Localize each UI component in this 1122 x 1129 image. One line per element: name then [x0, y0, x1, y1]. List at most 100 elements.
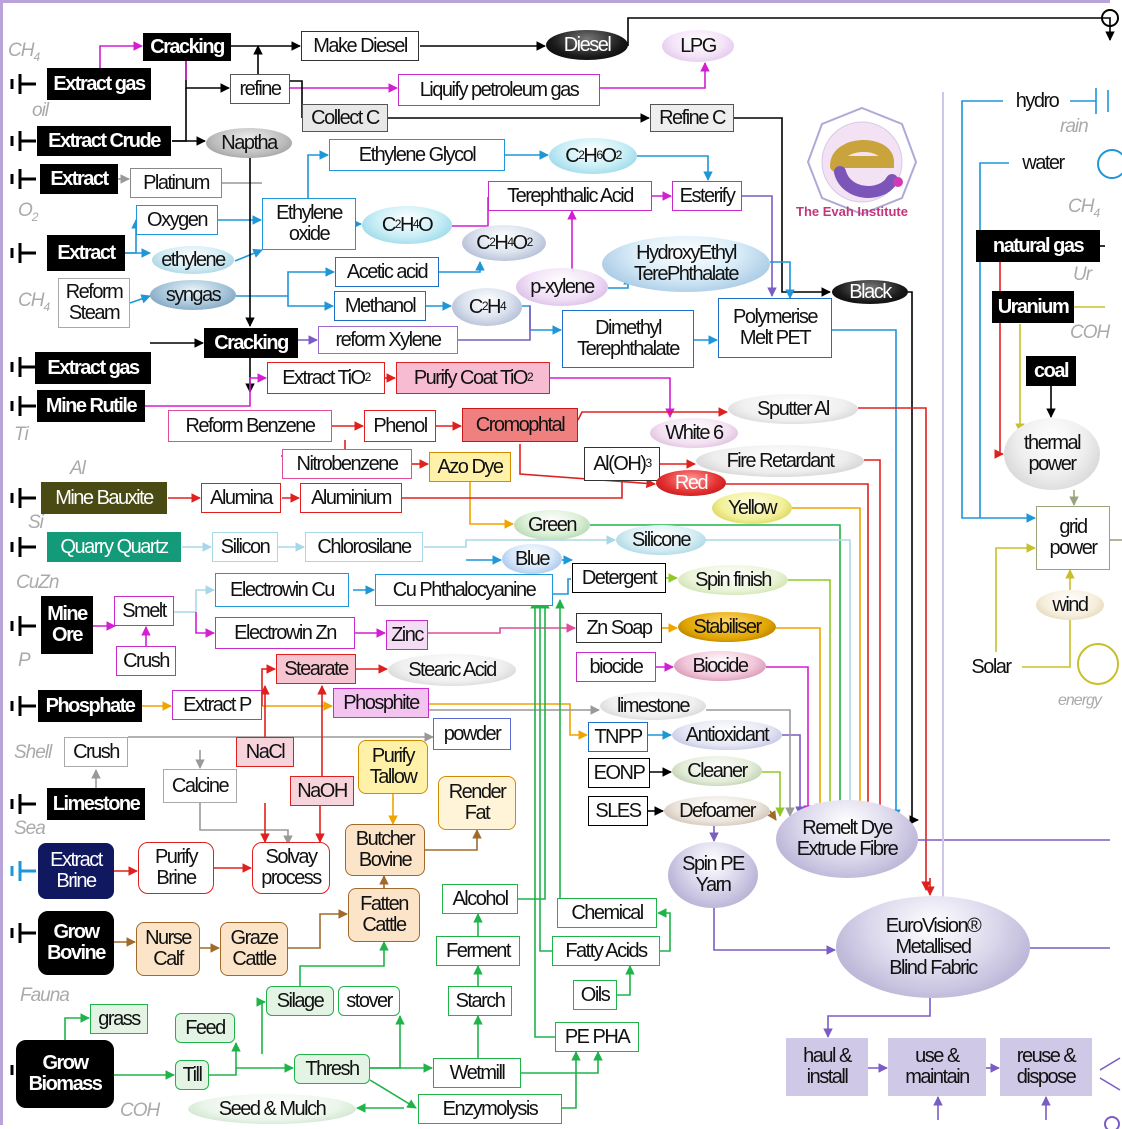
node-hydro[interactable]: hydro: [1004, 86, 1070, 116]
node-blue[interactable]: Blue: [502, 544, 562, 574]
node-aluminium[interactable]: Aluminium: [300, 483, 402, 513]
node-grid-power[interactable]: grid power: [1036, 506, 1110, 570]
node-sputter-al[interactable]: Sputter Al: [728, 394, 858, 424]
node-extract-crude[interactable]: Extract Crude: [37, 126, 171, 156]
node-grow-biomass[interactable]: Grow Biomass: [16, 1040, 114, 1108]
node-mine-ore[interactable]: Mine Ore: [41, 596, 93, 654]
node-chemical[interactable]: Chemical: [557, 898, 657, 928]
node-wetmill[interactable]: Wetmill: [433, 1058, 521, 1088]
node-mine-bauxite[interactable]: Mine Bauxite: [41, 482, 167, 514]
node-chlorosilane[interactable]: Chlorosilane: [305, 532, 423, 562]
node-remelt-dye-extrude-fibre[interactable]: Remelt Dye Extrude Fibre: [776, 800, 918, 878]
node-seed-and-mulch[interactable]: Seed & Mulch: [188, 1094, 356, 1124]
node-eurovision-blind-fabric[interactable]: EuroVision® Metallised Blind Fabric: [836, 896, 1030, 998]
node-purify-tallow[interactable]: Purify Tallow: [358, 740, 428, 794]
node-platinum[interactable]: Platinum: [130, 168, 222, 198]
node-yellow[interactable]: Yellow: [712, 492, 792, 524]
node-phosphite[interactable]: Phosphite: [333, 688, 429, 718]
node-lpg[interactable]: LPG: [662, 30, 734, 62]
node-limestone-source[interactable]: Limestone: [47, 788, 145, 820]
node-phenol[interactable]: Phenol: [364, 410, 436, 442]
node-stearic-acid[interactable]: Stearic Acid: [388, 654, 516, 686]
node-render-fat[interactable]: Render Fat: [438, 776, 516, 830]
node-graze-cattle[interactable]: Graze Cattle: [220, 922, 288, 976]
node-defoamer[interactable]: Defoamer: [664, 796, 770, 826]
node-extract-p[interactable]: Extract P: [172, 690, 262, 720]
node-smelt[interactable]: Smelt: [114, 596, 174, 626]
node-starch[interactable]: Starch: [448, 986, 512, 1016]
node-ethylene[interactable]: ethylene: [152, 246, 234, 274]
node-black[interactable]: Black: [832, 280, 908, 304]
node-sles[interactable]: SLES: [588, 796, 648, 826]
node-cu-phthalocyanine[interactable]: Cu Phthalocyanine: [375, 574, 553, 606]
node-solvay-process[interactable]: Solvay process: [252, 842, 330, 894]
node-oils[interactable]: Oils: [573, 980, 617, 1010]
node-electrowin-cu[interactable]: Electrowin Cu: [215, 573, 349, 607]
node-extract-oxygen-source[interactable]: Extract: [47, 235, 125, 271]
node-reform-xylene[interactable]: reform Xylene: [318, 326, 458, 354]
node-thresh[interactable]: Thresh: [294, 1054, 370, 1084]
node-stabiliser[interactable]: Stabiliser: [678, 612, 776, 642]
node-white-6[interactable]: White 6: [650, 418, 738, 448]
node-electrowin-zn[interactable]: Electrowin Zn: [215, 617, 355, 649]
node-zinc[interactable]: Zinc: [386, 620, 428, 650]
node-till[interactable]: Till: [175, 1060, 209, 1090]
node-hydroxyethyl-terephthalate[interactable]: HydroxyEthyl TerePhthalate: [602, 236, 770, 292]
node-stover[interactable]: stover: [338, 986, 400, 1016]
node-red[interactable]: Red: [656, 470, 726, 496]
node-powder[interactable]: powder: [433, 718, 511, 750]
node-water[interactable]: water: [1010, 148, 1076, 178]
node-ethylene-glycol[interactable]: Ethylene Glycol: [329, 139, 505, 171]
node-alcohol[interactable]: Alcohol: [442, 884, 518, 914]
node-fatty-acids[interactable]: Fatty Acids: [552, 936, 660, 966]
node-natural-gas[interactable]: natural gas: [976, 230, 1100, 262]
node-antioxidant[interactable]: Antioxidant: [672, 720, 782, 750]
node-biocide[interactable]: Biocide: [674, 651, 766, 681]
node-naptha[interactable]: Naptha: [206, 128, 292, 158]
node-oxygen[interactable]: Oxygen: [136, 205, 218, 235]
node-esterify[interactable]: Esterify: [672, 181, 742, 211]
node-reform-benzene[interactable]: Reform Benzene: [168, 410, 332, 442]
node-extract-gas-2[interactable]: Extract gas: [35, 352, 151, 384]
node-phosphate[interactable]: Phosphate: [38, 690, 142, 722]
node-cleaner[interactable]: Cleaner: [672, 756, 762, 786]
node-methanol[interactable]: Methanol: [334, 291, 426, 321]
node-tnpp[interactable]: TNPP: [588, 722, 648, 752]
node-biocide-process[interactable]: biocide: [576, 652, 656, 682]
node-silage[interactable]: Silage: [266, 986, 334, 1016]
node-refine-c[interactable]: Refine C: [650, 104, 734, 132]
node-cromophtal[interactable]: Cromophtal: [462, 408, 578, 442]
node-calcine[interactable]: Calcine: [163, 769, 237, 803]
node-mine-rutile[interactable]: Mine Rutile: [37, 390, 145, 422]
node-stearate[interactable]: Stearate: [276, 654, 356, 684]
node-wind[interactable]: wind: [1036, 590, 1104, 620]
node-diesel[interactable]: Diesel: [546, 30, 628, 60]
node-limestone[interactable]: limestone: [600, 692, 706, 720]
node-aloh3[interactable]: Al(OH)3: [584, 447, 660, 481]
node-coal[interactable]: coal: [1026, 356, 1076, 386]
node-fatten-cattle[interactable]: Fatten Cattle: [348, 888, 420, 942]
node-nurse-calf[interactable]: Nurse Calf: [136, 922, 200, 976]
node-ethylene-oxide[interactable]: Ethylene oxide: [262, 198, 356, 250]
node-grass[interactable]: grass: [90, 1004, 148, 1034]
node-cracking-1[interactable]: Cracking: [143, 33, 231, 61]
node-enzymolysis[interactable]: Enzymolysis: [418, 1094, 562, 1124]
node-feed[interactable]: Feed: [175, 1013, 235, 1043]
node-uranium[interactable]: Uranium: [992, 291, 1074, 323]
node-zn-soap[interactable]: Zn Soap: [576, 613, 662, 643]
node-silicon[interactable]: Silicon: [212, 532, 278, 562]
node-reform-steam[interactable]: Reform Steam: [58, 278, 130, 328]
node-use-and-maintain[interactable]: use & maintain: [888, 1038, 986, 1096]
node-extract-platinum-source[interactable]: Extract: [40, 164, 118, 194]
node-naoh[interactable]: NaOH: [290, 776, 354, 806]
node-alumina[interactable]: Alumina: [201, 483, 281, 513]
node-green[interactable]: Green: [514, 510, 590, 540]
node-ferment[interactable]: Ferment: [436, 936, 520, 966]
node-syngas[interactable]: syngas: [150, 280, 236, 310]
node-detergent[interactable]: Detergent: [572, 563, 666, 593]
node-silicone[interactable]: Silicone: [616, 525, 706, 555]
